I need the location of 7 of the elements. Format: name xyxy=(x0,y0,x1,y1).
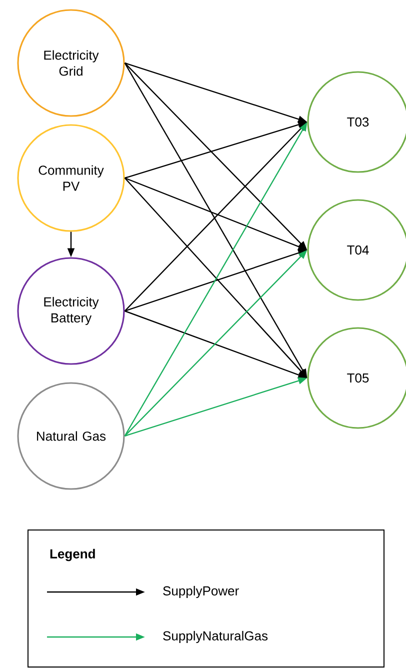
circle-node: Electricity Battery xyxy=(17,257,125,365)
circle-node: Natural Gas xyxy=(17,382,125,490)
circle-node: Community PV xyxy=(17,124,125,232)
circle-node: Electricity Grid xyxy=(17,9,125,117)
legend-text: SupplyNaturalGas xyxy=(163,630,268,644)
legend-text: SupplyPower xyxy=(163,586,239,598)
legend-title: Legend xyxy=(50,548,95,562)
